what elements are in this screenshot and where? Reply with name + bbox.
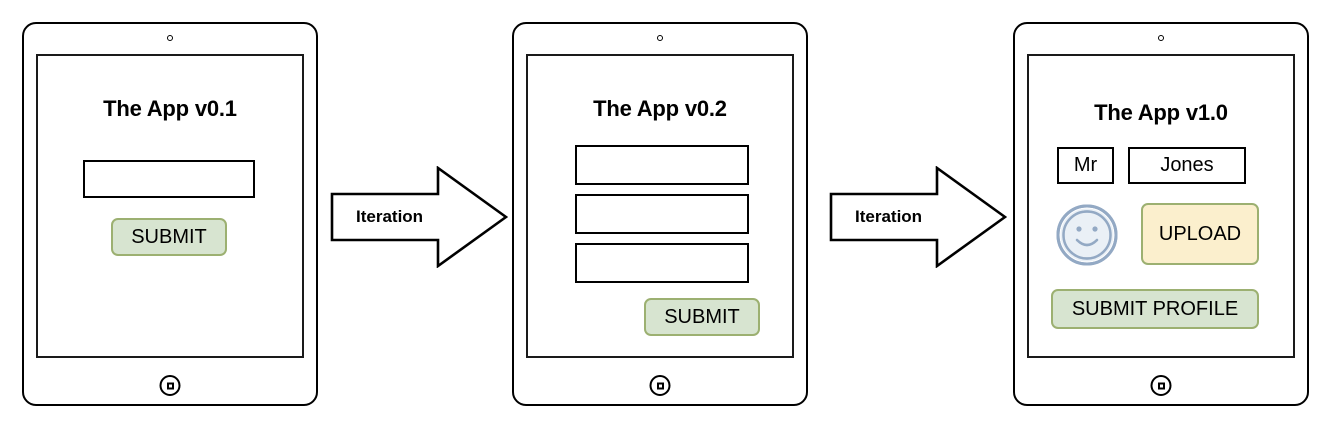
upload-button-label: UPLOAD bbox=[1158, 222, 1242, 245]
tablet-v10: The App v1.0 Mr Jones bbox=[1013, 22, 1309, 406]
screen-v02: The App v0.2 SUBMIT bbox=[526, 54, 794, 358]
text-field-3[interactable] bbox=[575, 243, 749, 283]
submit-button[interactable]: SUBMIT bbox=[644, 298, 760, 336]
arrow-shape-icon bbox=[330, 166, 508, 268]
iteration-arrow-1-label: Iteration bbox=[356, 207, 424, 226]
surname-field[interactable]: Jones bbox=[1128, 147, 1246, 184]
screen-v10: The App v1.0 Mr Jones bbox=[1027, 54, 1295, 358]
iteration-arrow-1: Iteration bbox=[330, 166, 508, 268]
arrow-shape-icon bbox=[829, 166, 1007, 268]
page-title: The App v0.1 bbox=[103, 96, 237, 121]
home-button-icon[interactable] bbox=[649, 375, 671, 396]
tablet-v01: The App v0.1 SUBMIT bbox=[22, 22, 318, 406]
submit-button[interactable]: SUBMIT bbox=[111, 218, 227, 256]
submit-profile-button-label: SUBMIT PROFILE bbox=[1071, 297, 1239, 320]
submit-profile-button[interactable]: SUBMIT PROFILE bbox=[1051, 289, 1259, 329]
page-title: The App v1.0 bbox=[1094, 100, 1228, 125]
text-field[interactable] bbox=[83, 160, 255, 198]
title-field[interactable]: Mr bbox=[1057, 147, 1114, 184]
iteration-arrow-2-label: Iteration bbox=[855, 207, 923, 226]
camera-dot-icon bbox=[1158, 35, 1164, 41]
home-button-icon[interactable] bbox=[159, 375, 181, 396]
home-button-icon[interactable] bbox=[1150, 375, 1172, 396]
camera-dot-icon bbox=[167, 35, 173, 41]
camera-dot-icon bbox=[657, 35, 663, 41]
page-title: The App v0.2 bbox=[593, 96, 727, 121]
submit-button-label: SUBMIT bbox=[131, 225, 207, 248]
text-field-2[interactable] bbox=[575, 194, 749, 234]
smiley-avatar-icon[interactable] bbox=[1056, 204, 1118, 266]
text-field-1[interactable] bbox=[575, 145, 749, 185]
tablet-v02: The App v0.2 SUBMIT bbox=[512, 22, 808, 406]
upload-button[interactable]: UPLOAD bbox=[1141, 203, 1259, 265]
iteration-arrow-2: Iteration bbox=[829, 166, 1007, 268]
submit-button-label: SUBMIT bbox=[664, 305, 740, 328]
screen-v01: The App v0.1 SUBMIT bbox=[36, 54, 304, 358]
